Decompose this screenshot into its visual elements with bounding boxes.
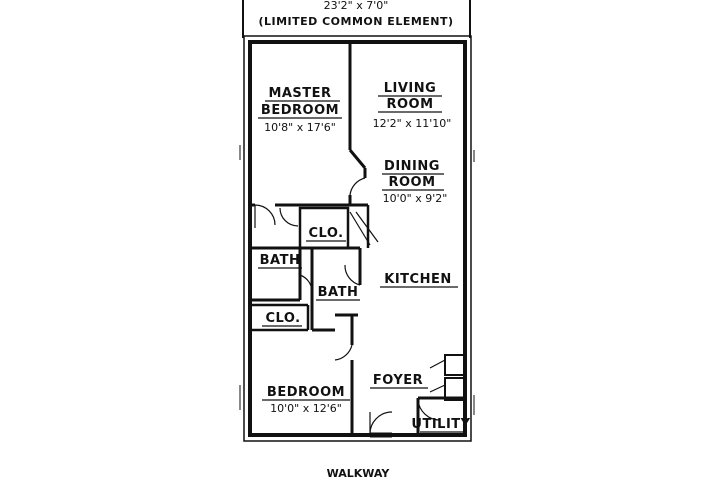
room-utility: UTILITY: [411, 417, 470, 433]
closet-lower-name: CLO.: [265, 311, 300, 326]
closet-upper-name: CLO.: [308, 226, 343, 241]
utility-name: UTILITY: [411, 417, 470, 432]
dining-room-name-2: ROOM: [388, 175, 435, 190]
living-room-dimension: 12'2" x 11'10": [373, 117, 452, 130]
room-master-bedroom: MASTER BEDROOM 10'8" x 17'6": [258, 86, 342, 134]
room-bedroom: BEDROOM 10'0" x 12'6": [262, 385, 350, 415]
room-dining: DINING ROOM 10'0" x 9'2": [382, 159, 447, 205]
walkway-label: WALKWAY: [327, 467, 391, 480]
bath-1-name: BATH: [260, 253, 301, 268]
master-bedroom-name-1: MASTER: [268, 86, 331, 101]
master-bedroom-name-2: BEDROOM: [261, 103, 339, 118]
interior-walls: [250, 42, 466, 438]
room-living: LIVING ROOM 12'2" x 11'10": [373, 81, 452, 130]
room-bath-2: BATH: [316, 285, 360, 301]
bedroom-name: BEDROOM: [267, 385, 345, 400]
patio-area: 23'2" x 7'0" (LIMITED COMMON ELEMENT): [242, 0, 471, 38]
foyer-name: FOYER: [373, 373, 423, 388]
dining-room-name-1: DINING: [384, 159, 440, 174]
room-kitchen: KITCHEN: [380, 272, 458, 288]
dining-room-dimension: 10'0" x 9'2": [383, 192, 448, 205]
bedroom-dimension: 10'0" x 12'6": [270, 402, 342, 415]
kitchen-name: KITCHEN: [384, 272, 451, 287]
bath-2-name: BATH: [318, 285, 359, 300]
room-closet-lower: CLO.: [262, 311, 302, 327]
patio-label: (LIMITED COMMON ELEMENT): [258, 15, 453, 28]
room-bath-1: BATH: [258, 253, 302, 269]
room-foyer: FOYER: [370, 373, 428, 389]
master-bedroom-dimension: 10'8" x 17'6": [264, 121, 336, 134]
exterior-walls: [239, 35, 475, 442]
living-room-name-1: LIVING: [384, 81, 437, 96]
living-room-name-2: ROOM: [386, 97, 433, 112]
room-closet-upper: CLO.: [306, 226, 346, 242]
patio-dimension: 23'2" x 7'0": [324, 0, 389, 12]
